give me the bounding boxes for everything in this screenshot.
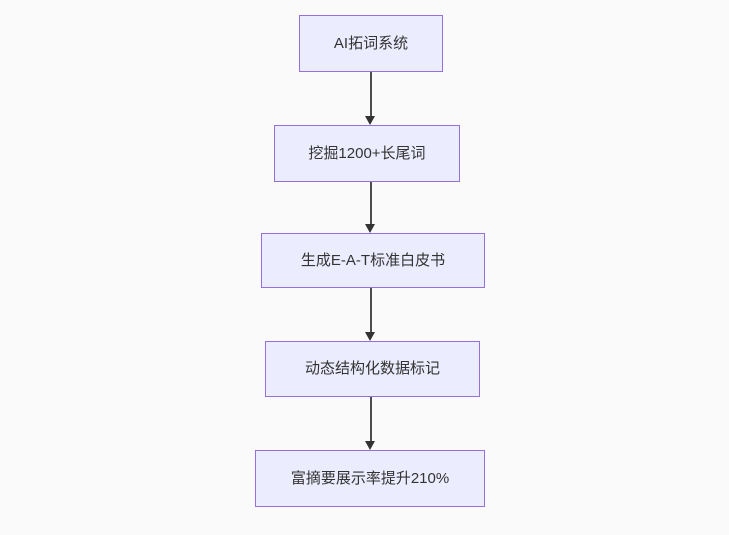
node-label: 动态结构化数据标记 [304,360,440,377]
flow-arrow-2 [364,182,377,233]
arrow-line [369,72,372,118]
arrow-line [369,397,372,443]
node-label: 挖掘1200+长尾词 [308,144,426,162]
arrow-head-icon [365,224,375,233]
flow-node-structured-data-markup: 动态结构化数据标记 [265,341,480,397]
arrow-head-icon [365,116,375,125]
flow-node-ai-expansion-system: AI拓词系统 [299,15,443,72]
arrow-line [369,288,372,334]
flow-arrow-3 [364,288,377,341]
node-label: 富摘要展示率提升210% [290,469,450,487]
arrow-line [369,182,372,226]
flow-arrow-4 [364,397,377,450]
flow-node-eat-whitepaper: 生成E-A-T标准白皮书 [261,233,485,288]
flow-arrow-1 [364,72,377,125]
node-label: AI拓词系统 [333,34,409,52]
node-label: 生成E-A-T标准白皮书 [300,251,446,269]
arrow-head-icon [365,332,375,341]
flow-node-longtail-keywords: 挖掘1200+长尾词 [274,125,460,182]
flow-node-rich-snippet-result: 富摘要展示率提升210% [255,450,485,507]
arrow-head-icon [365,441,375,450]
